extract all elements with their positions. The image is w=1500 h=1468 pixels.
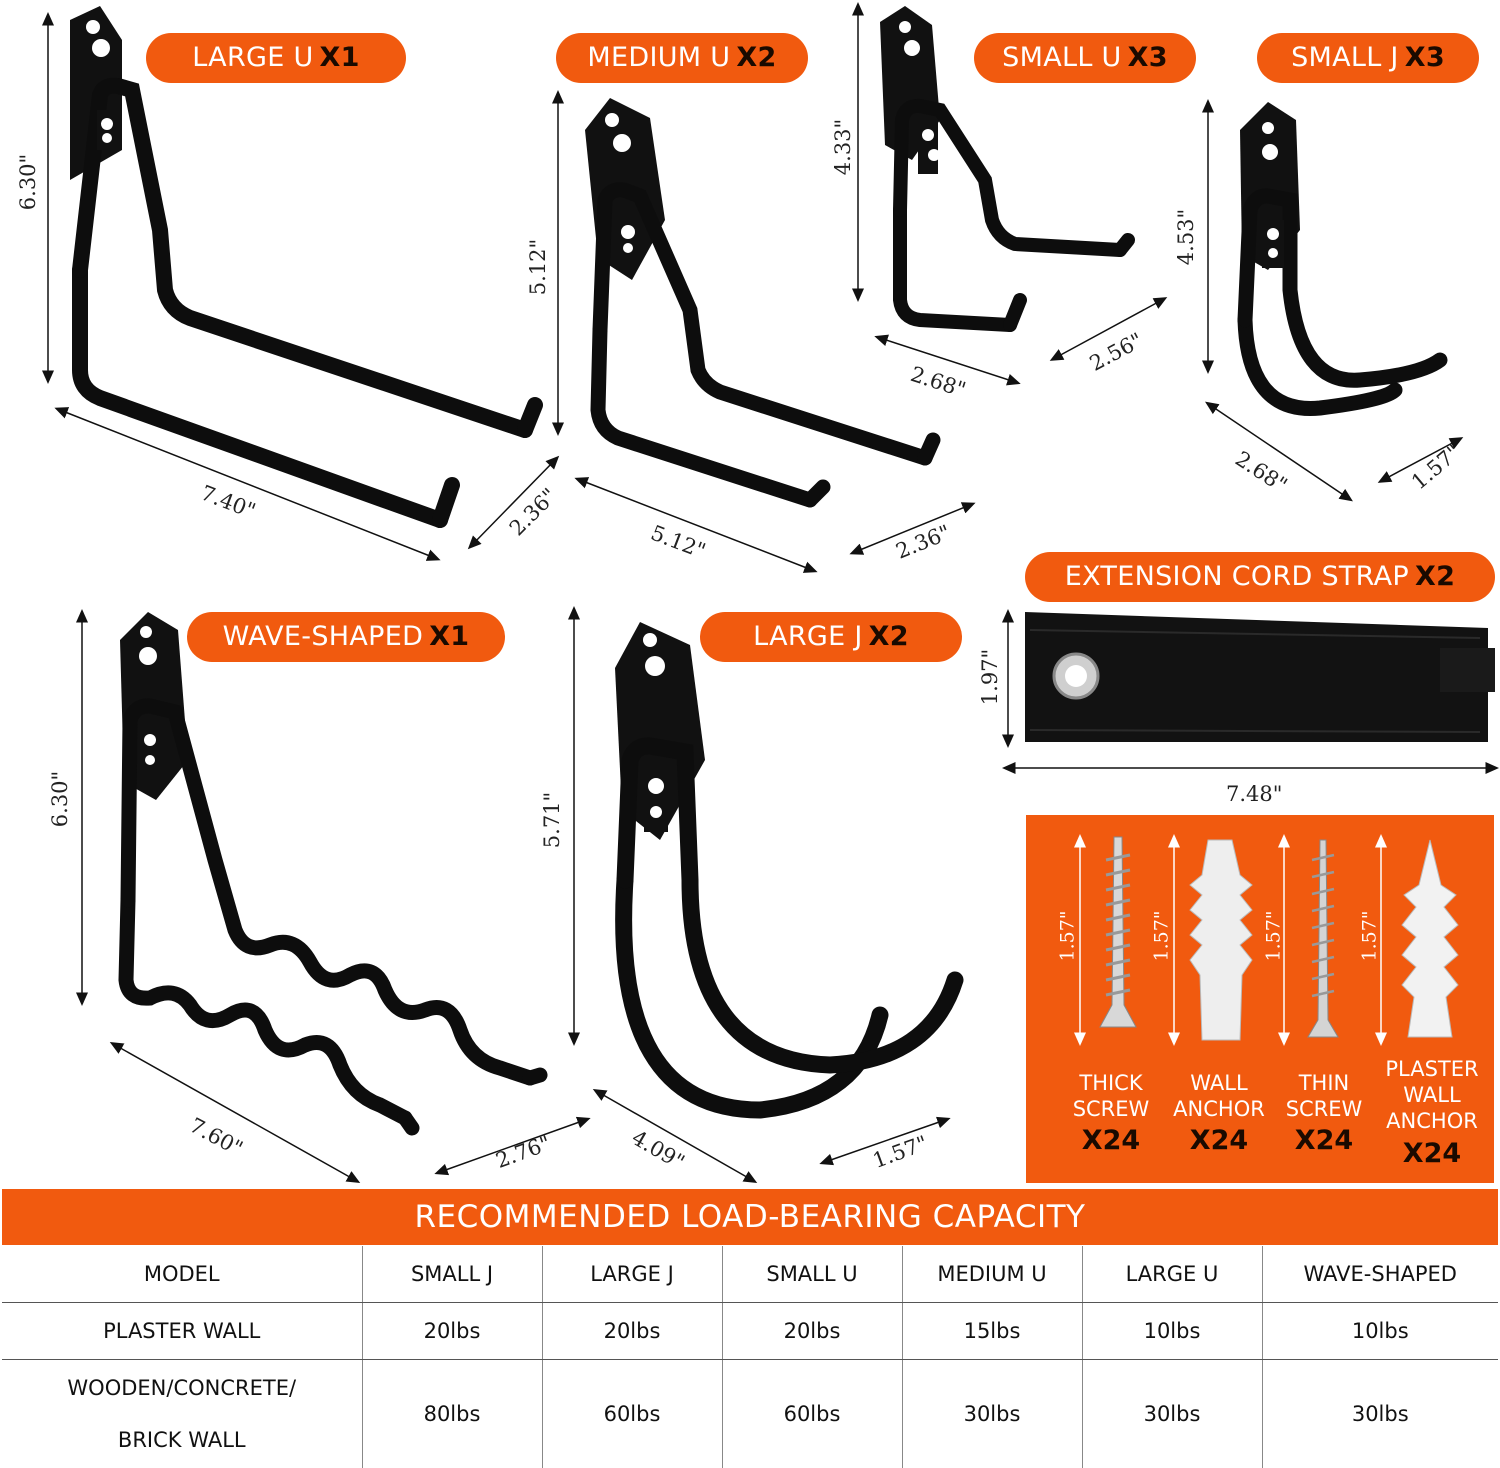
header-cell: SMALL J [362, 1246, 542, 1303]
thick-screw-icon [1100, 837, 1136, 1027]
label-large-j-qty: X2 [869, 621, 909, 652]
table-cell: 20lbs [722, 1303, 902, 1360]
hw-thick-screw-label: THICK SCREW [1061, 1070, 1161, 1122]
table-cell: 60lbs [542, 1360, 722, 1468]
label-small-j-name: SMALL J [1291, 42, 1399, 73]
capacity-header-row: MODEL SMALL J LARGE J SMALL U MEDIUM U L… [2, 1246, 1498, 1303]
dim-large-u-height: 6.30" [16, 154, 40, 210]
hw-thick-screw-qty: X24 [1061, 1125, 1161, 1156]
header-cell: LARGE J [542, 1246, 722, 1303]
capacity-table: MODEL SMALL J LARGE J SMALL U MEDIUM U L… [2, 1246, 1498, 1468]
large-u-hook [70, 6, 535, 520]
label-large-u-qty: X1 [320, 42, 360, 73]
dim-small-u-height: 4.33" [831, 119, 855, 175]
table-row: WOODEN/CONCRETE/ BRICK WALL 80lbs 60lbs … [2, 1360, 1498, 1468]
row-label-line1: WOODEN/CONCRETE/ [3, 1362, 361, 1414]
thin-screw-icon [1308, 840, 1338, 1037]
hw-thick-screw-line2: SCREW [1061, 1096, 1161, 1122]
table-cell: 30lbs [1082, 1360, 1262, 1468]
hw-wall-anchor-length: 1.57" [1151, 910, 1173, 961]
dim-large-j-height: 5.71" [540, 792, 564, 848]
table-cell: 10lbs [1262, 1303, 1498, 1360]
label-strap-name: EXTENSION CORD STRAP [1065, 561, 1409, 592]
header-cell: LARGE U [1082, 1246, 1262, 1303]
table-cell: 80lbs [362, 1360, 542, 1468]
small-j-hook [1240, 102, 1440, 408]
wall-anchor-icon [1190, 840, 1252, 1040]
hw-thin-screw-line1: THIN [1274, 1070, 1374, 1096]
hw-thin-screw-length: 1.57" [1263, 910, 1285, 961]
hw-wall-anchor-label: WALL ANCHOR [1164, 1070, 1274, 1122]
row-label-wooden-concrete-brick-wall: WOODEN/CONCRETE/ BRICK WALL [2, 1360, 362, 1468]
label-small-u-name: SMALL U [1002, 42, 1121, 73]
dim-strap-height: 1.97" [978, 649, 1002, 705]
label-small-u-qty: X3 [1128, 42, 1168, 73]
hw-thick-screw-length: 1.57" [1057, 910, 1079, 961]
capacity-title: RECOMMENDED LOAD-BEARING CAPACITY [2, 1189, 1498, 1245]
hw-thin-screw-line2: SCREW [1274, 1096, 1374, 1122]
hw-plaster-anchor-qty: X24 [1376, 1138, 1488, 1169]
hw-plaster-anchor-line3: ANCHOR [1376, 1108, 1488, 1134]
dim-wave-height: 6.30" [48, 771, 72, 827]
table-cell: 30lbs [1262, 1360, 1498, 1468]
label-strap-qty: X2 [1415, 561, 1455, 592]
hw-wall-anchor-line2: ANCHOR [1164, 1096, 1274, 1122]
large-j-hook [615, 622, 955, 1110]
table-cell: 60lbs [722, 1360, 902, 1468]
hw-thin-screw-label: THIN SCREW [1274, 1070, 1374, 1122]
hw-plaster-anchor-label: PLASTER WALL ANCHOR [1376, 1056, 1488, 1134]
hw-wall-anchor-qty: X24 [1164, 1125, 1274, 1156]
table-cell: 15lbs [902, 1303, 1082, 1360]
dim-medium-u-height: 5.12" [526, 239, 550, 295]
label-small-j-qty: X3 [1405, 42, 1445, 73]
label-medium-u-name: MEDIUM U [587, 42, 730, 73]
wave-shaped-hook [120, 612, 540, 1128]
hw-plaster-anchor-line2: WALL [1376, 1082, 1488, 1108]
dim-small-j-height: 4.53" [1174, 209, 1198, 265]
table-cell: 30lbs [902, 1360, 1082, 1468]
header-cell: MEDIUM U [902, 1246, 1082, 1303]
hw-thin-screw-qty: X24 [1274, 1125, 1374, 1156]
dim-strap-width: 7.48" [1226, 782, 1282, 806]
label-medium-u-qty: X2 [736, 42, 776, 73]
hw-wall-anchor-line1: WALL [1164, 1070, 1274, 1096]
table-cell: 20lbs [542, 1303, 722, 1360]
extension-cord-strap [1025, 612, 1495, 742]
hardware-panel: 1.57" 1.57" 1.57" 1.57" THICK SCREW WALL… [1026, 815, 1494, 1183]
header-cell: MODEL [2, 1246, 362, 1303]
table-cell: 20lbs [362, 1303, 542, 1360]
header-cell: WAVE-SHAPED [1262, 1246, 1498, 1303]
hw-plaster-anchor-length: 1.57" [1359, 910, 1381, 961]
row-label-plaster-wall: PLASTER WALL [2, 1303, 362, 1360]
label-wave-name: WAVE-SHAPED [223, 621, 424, 652]
label-large-j-name: LARGE J [753, 621, 863, 652]
table-cell: 10lbs [1082, 1303, 1262, 1360]
medium-u-hook [585, 98, 933, 500]
label-wave-qty: X1 [429, 621, 469, 652]
table-row: PLASTER WALL 20lbs 20lbs 20lbs 15lbs 10l… [2, 1303, 1498, 1360]
hw-plaster-anchor-line1: PLASTER [1376, 1056, 1488, 1082]
row-label-line2: BRICK WALL [3, 1414, 361, 1466]
hw-thick-screw-line1: THICK [1061, 1070, 1161, 1096]
label-large-u-name: LARGE U [192, 42, 313, 73]
plaster-wall-anchor-icon [1402, 840, 1458, 1037]
header-cell: SMALL U [722, 1246, 902, 1303]
